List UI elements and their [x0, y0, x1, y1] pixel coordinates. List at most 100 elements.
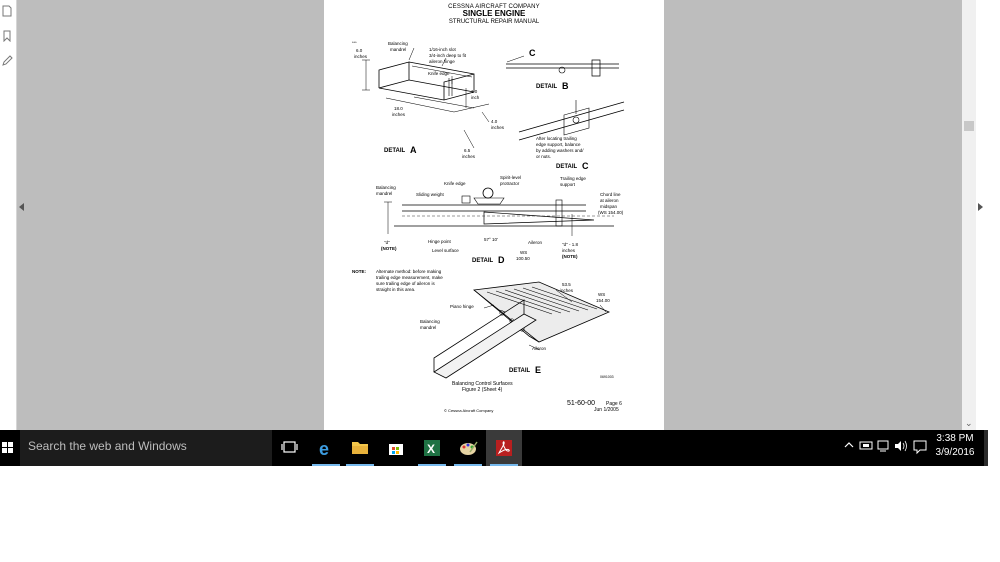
repair-diagram: *** 6.0 inches Balancing mandrel 1/16-in…: [352, 40, 625, 413]
svg-text:DETAIL: DETAIL: [472, 258, 494, 264]
file-icon[interactable]: [1, 5, 13, 17]
svg-text:154.00: 154.00: [596, 298, 610, 303]
svg-text:inches: inches: [392, 112, 406, 117]
svg-text:inches: inches: [491, 125, 505, 130]
svg-text:6.0: 6.0: [356, 48, 363, 53]
paint-palette-icon: [460, 441, 478, 455]
svg-text:18.0: 18.0: [394, 106, 403, 111]
svg-text:Level surface: Level surface: [432, 248, 459, 253]
system-clock[interactable]: 3:38 PM 3/9/2016: [928, 432, 982, 460]
svg-text:57° 10': 57° 10': [484, 237, 498, 242]
volume-icon[interactable]: [895, 440, 907, 452]
svg-text:Balancing: Balancing: [376, 185, 396, 190]
folder-icon: [352, 442, 368, 454]
svg-text:1/16-inch slot: 1/16-inch slot: [429, 47, 457, 52]
scroll-down-icon[interactable]: ⌄: [965, 418, 973, 428]
svg-text:Balancing Control Surfaces: Balancing Control Surfaces: [452, 381, 513, 387]
scroll-thumb[interactable]: [964, 121, 974, 131]
svg-text:"d": "d": [384, 240, 390, 245]
edge-button[interactable]: e: [308, 430, 344, 466]
svg-text:Spirit-level: Spirit-level: [500, 175, 521, 180]
bookmark-icon[interactable]: [1, 30, 13, 42]
vertical-scrollbar[interactable]: [962, 0, 976, 430]
acrobat-button[interactable]: [486, 430, 522, 466]
document-title: SINGLE ENGINE: [462, 9, 526, 19]
svg-text:51-60-00: 51-60-00: [567, 400, 595, 407]
screen: CESSNA AIRCRAFT COMPANY SINGLE ENGINE ST…: [0, 0, 988, 466]
detail-a: *** 6.0 inches Balancing mandrel 1/16-in…: [352, 40, 505, 159]
explorer-running-indicator: [346, 464, 374, 466]
svg-text:inches: inches: [462, 154, 476, 159]
detail-b: C DETAIL B: [506, 48, 619, 91]
show-hidden-icons-chevron-icon[interactable]: [844, 442, 854, 448]
svg-text:inches: inches: [560, 288, 574, 293]
document-subtitle: STRUCTURAL REPAIR MANUAL: [448, 18, 540, 25]
start-windows-icon[interactable]: [0, 430, 20, 466]
clock-time: 3:38 PM: [936, 433, 974, 444]
page-footer: Balancing Control Surfaces Figure 2 (She…: [444, 381, 622, 413]
detail-e: 53.5 inches WS 154.00 Piano hinge Balanc…: [420, 281, 614, 379]
svg-text:Knife edge: Knife edge: [428, 71, 450, 76]
svg-text:0691003: 0691003: [600, 375, 614, 379]
svg-text:3/4-inch deep to fit: 3/4-inch deep to fit: [429, 53, 467, 58]
show-desktop-button[interactable]: [984, 430, 988, 466]
svg-text:Chord line: Chord line: [600, 192, 621, 197]
svg-text:C: C: [582, 161, 589, 171]
svg-text:aileron hinge: aileron hinge: [429, 59, 455, 64]
svg-text:mandrel: mandrel: [420, 325, 436, 330]
acrobat-running-indicator: [490, 464, 518, 466]
task-view-button[interactable]: [272, 430, 308, 466]
svg-text:53.5: 53.5: [562, 282, 571, 287]
collapse-right-icon[interactable]: [978, 203, 983, 211]
svg-text:WS: WS: [520, 250, 527, 255]
search-box[interactable]: Search the web and Windows: [20, 430, 272, 466]
svg-text:Aileron: Aileron: [528, 240, 543, 245]
file-explorer-button[interactable]: [342, 430, 378, 466]
svg-text:WS: WS: [598, 292, 605, 297]
svg-text:4.0: 4.0: [491, 119, 498, 124]
svg-text:protractor: protractor: [500, 181, 520, 186]
svg-text:trailing edge measurement, mak: trailing edge measurement, make: [376, 275, 443, 280]
power-icon[interactable]: [859, 441, 873, 450]
svg-text:D: D: [498, 255, 505, 265]
svg-text:Balancing: Balancing: [420, 319, 440, 324]
excel-button[interactable]: X: [414, 430, 450, 466]
paint-running-indicator: [454, 464, 482, 466]
svg-text:sure trailing edge of aileron: sure trailing edge of aileron is: [376, 281, 436, 286]
system-tray: [844, 440, 927, 455]
svg-text:Trailing edge: Trailing edge: [560, 176, 586, 181]
taskbar: Search the web and Windows e: [0, 430, 988, 466]
svg-text:(NOTE): (NOTE): [381, 246, 397, 251]
detail-d: Knife edge Spirit-level protractor Trail…: [376, 175, 624, 265]
excel-icon: X: [424, 440, 440, 456]
action-center-icon[interactable]: [913, 440, 927, 455]
svg-text:at aileron: at aileron: [600, 198, 619, 203]
svg-text:Sliding weight: Sliding weight: [416, 192, 445, 197]
svg-text:DETAIL: DETAIL: [536, 84, 558, 90]
svg-text:DETAIL: DETAIL: [509, 368, 531, 374]
svg-text:Page 6: Page 6: [606, 401, 622, 407]
svg-text:DETAIL: DETAIL: [556, 164, 578, 170]
svg-text:inches: inches: [562, 248, 576, 253]
collapse-left-icon[interactable]: [19, 203, 24, 211]
network-icon[interactable]: [877, 440, 889, 452]
svg-text:straight in this area.: straight in this area.: [376, 287, 415, 292]
svg-text:mandrel: mandrel: [390, 47, 406, 52]
svg-text:E: E: [535, 365, 541, 375]
store-button[interactable]: [378, 430, 414, 466]
svg-text:After locating trailing: After locating trailing: [536, 136, 577, 141]
svg-text:Balancing: Balancing: [388, 41, 408, 46]
svg-text:mandrel: mandrel: [376, 191, 392, 196]
paint-button[interactable]: [450, 430, 486, 466]
svg-text:inch: inch: [471, 95, 480, 100]
blank-area: [0, 466, 1000, 562]
pen-icon[interactable]: [1, 55, 13, 67]
svg-text:by adding washers and/: by adding washers and/: [536, 148, 584, 153]
note-block: NOTE: Alternate method: before making tr…: [352, 269, 443, 292]
svg-text:© Cessna Aircraft Company: © Cessna Aircraft Company: [444, 408, 493, 413]
acrobat-icon: [496, 440, 512, 456]
excel-running-indicator: [418, 464, 446, 466]
svg-text:Hinge point: Hinge point: [428, 239, 452, 244]
svg-text:"d" - 1.8: "d" - 1.8: [562, 242, 578, 247]
task-view-icon: [281, 441, 298, 453]
